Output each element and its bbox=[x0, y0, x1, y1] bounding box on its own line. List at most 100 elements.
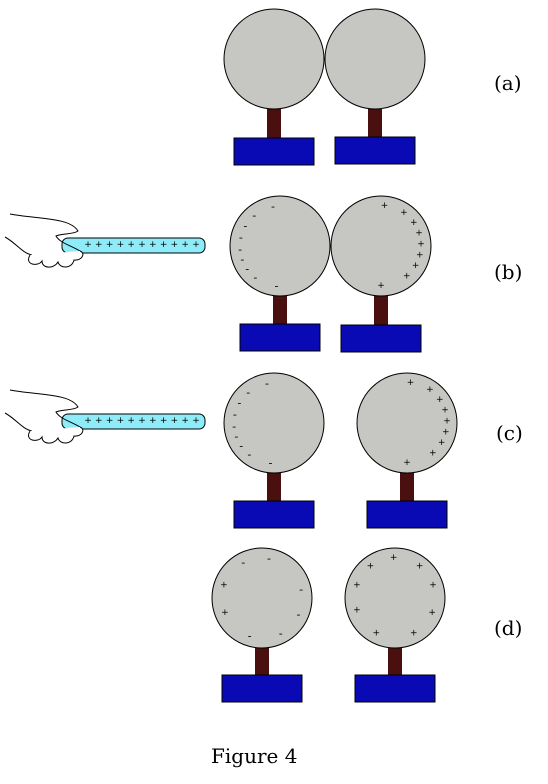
panel-b-hand-wrist bbox=[4, 236, 33, 256]
panel-b-rod-charge-plus: + bbox=[160, 240, 168, 250]
panel-b-rod-charge-plus: + bbox=[138, 240, 146, 250]
panel-c-right-charge-plus: + bbox=[442, 428, 450, 438]
panel-c-right-post bbox=[400, 471, 414, 501]
panel-b-rod-charge-plus: + bbox=[171, 240, 179, 250]
panel-c-left-post bbox=[267, 471, 281, 501]
panel-d-left-charge-minus: - bbox=[241, 556, 245, 569]
panel-c-left-stand bbox=[223, 372, 325, 529]
panel-d-right-sphere bbox=[344, 547, 446, 649]
panel-b-right-stand bbox=[330, 195, 432, 353]
panel-d-left-stand bbox=[211, 547, 313, 703]
panel-c-rod-charge-plus: + bbox=[84, 416, 92, 426]
panel-b-right-charge-plus: + bbox=[381, 201, 389, 211]
panel-b-left-charge-minus: - bbox=[239, 231, 243, 244]
panel-d-right-stand bbox=[344, 547, 446, 703]
panel-c-label: (c) bbox=[496, 421, 523, 445]
panel-b-rod-group: +++++++++++ bbox=[4, 213, 206, 268]
panel-c-hand-wrist bbox=[4, 412, 33, 432]
panel-c-right-charge-plus: + bbox=[441, 406, 449, 416]
panel-c-right-sphere bbox=[356, 372, 458, 474]
panel-b-right-charge-plus: + bbox=[412, 261, 420, 271]
panel-c-left-sphere bbox=[223, 372, 325, 474]
panel-d-left-sphere bbox=[211, 547, 313, 649]
panel-c-rod-charge-plus: + bbox=[149, 416, 157, 426]
panel-b-left-post bbox=[273, 294, 287, 324]
panel-b-left-charge-minus: - bbox=[271, 200, 275, 213]
panel-c-charged-rod bbox=[61, 413, 206, 430]
panel-a-left-post bbox=[267, 107, 281, 138]
panel-d-left-charge-minus: - bbox=[267, 552, 271, 565]
panel-b-left-sphere bbox=[229, 195, 331, 297]
panel-a-left-base bbox=[233, 137, 315, 166]
panel-d-left-base bbox=[221, 674, 303, 703]
panel-b-right-sphere bbox=[330, 195, 432, 297]
panel-c-left-charge-minus: - bbox=[234, 430, 238, 443]
panel-d-left-charge-minus: - bbox=[297, 608, 301, 621]
panel-c-right-charge-plus: + bbox=[436, 395, 444, 405]
panel-b-right-charge-plus: + bbox=[400, 208, 408, 218]
panel-b-left-charge-minus: - bbox=[252, 209, 256, 222]
panel-b-left-charge-minus: - bbox=[243, 220, 247, 233]
panel-b-right-charge-plus: + bbox=[410, 218, 418, 228]
panel-b-hand-fingers bbox=[28, 250, 84, 268]
panel-b-rod-charge-plus: + bbox=[149, 240, 157, 250]
panel-c-rod-charge-plus: + bbox=[127, 416, 135, 426]
panel-a-label: (a) bbox=[494, 71, 522, 95]
panel-a-left-sphere bbox=[223, 8, 325, 110]
panel-d-left-post bbox=[255, 646, 269, 675]
panel-c-right-charge-plus: + bbox=[403, 458, 411, 468]
panel-c-left-base bbox=[233, 500, 315, 529]
panel-c-rod-group: +++++++++++ bbox=[4, 389, 206, 444]
panel-b-left-charge-minus: - bbox=[275, 279, 279, 292]
panel-c-rod-charge-plus: + bbox=[138, 416, 146, 426]
panel-b-left-stand bbox=[229, 195, 331, 352]
panel-b-right-charge-plus: + bbox=[403, 272, 411, 282]
figure-caption: Figure 4 bbox=[211, 744, 298, 768]
panel-b-rod-charge-plus: + bbox=[106, 240, 114, 250]
panel-d-label: (d) bbox=[494, 616, 523, 640]
panel-d-left-charge-minus: - bbox=[279, 627, 283, 640]
panel-b-hand-icon bbox=[4, 213, 84, 268]
panel-c-rod-charge-plus: + bbox=[160, 416, 168, 426]
panel-c-right-charge-plus: + bbox=[407, 378, 415, 388]
panel-c-right-charge-plus: + bbox=[438, 438, 446, 448]
panel-c-left-charge-minus: - bbox=[237, 397, 241, 410]
panel-d-right-charge-plus: + bbox=[429, 581, 437, 591]
panel-b-rod-charge-plus: + bbox=[84, 240, 92, 250]
panel-b-right-charge-plus: + bbox=[415, 229, 423, 239]
panel-c-rod-charge-plus: + bbox=[95, 416, 103, 426]
panel-b-left-base bbox=[239, 323, 321, 352]
panel-c-rod-charge-plus: + bbox=[192, 416, 200, 426]
panel-d-right-charge-plus: + bbox=[353, 581, 361, 591]
panel-c-left-charge-minus: - bbox=[269, 456, 273, 469]
panel-b-left-charge-minus: - bbox=[245, 262, 249, 275]
panel-b-rod-charge-plus: + bbox=[192, 240, 200, 250]
panel-b-right-charge-plus: + bbox=[417, 240, 425, 250]
panel-b-rod-charge-plus: + bbox=[181, 240, 189, 250]
panel-c-rod-charge-plus: + bbox=[181, 416, 189, 426]
panel-d-right-charge-plus: + bbox=[428, 608, 436, 618]
panel-c-left-charge-minus: - bbox=[247, 448, 251, 461]
panel-d-left-charge-minus: - bbox=[248, 630, 252, 643]
panel-a-right-post bbox=[368, 107, 382, 137]
panel-b-rod-charge-plus: + bbox=[117, 240, 125, 250]
panel-d-left-charge-plus: + bbox=[220, 581, 228, 591]
panel-c-right-charge-plus: + bbox=[429, 449, 437, 459]
panel-c-left-charge-minus: - bbox=[239, 439, 243, 452]
panel-c-right-charge-plus: + bbox=[426, 385, 434, 395]
panel-d-right-charge-plus: + bbox=[390, 553, 398, 563]
panel-c-left-charge-minus: - bbox=[265, 377, 269, 390]
panel-d-right-charge-plus: + bbox=[416, 561, 424, 571]
panel-c-right-stand bbox=[356, 372, 458, 529]
panel-b-label: (b) bbox=[494, 260, 523, 284]
panel-b-rod-charge-plus: + bbox=[127, 240, 135, 250]
panel-d-right-charge-plus: + bbox=[410, 628, 418, 638]
panel-d-left-charge-minus: - bbox=[299, 583, 303, 596]
panel-d-right-charge-plus: + bbox=[353, 605, 361, 615]
panel-d-right-base bbox=[354, 674, 436, 703]
panel-d-right-charge-plus: + bbox=[367, 561, 375, 571]
panel-c-hand-back bbox=[9, 389, 81, 428]
panel-c-left-charge-minus: - bbox=[233, 408, 237, 421]
panel-a-left-stand bbox=[223, 8, 325, 166]
